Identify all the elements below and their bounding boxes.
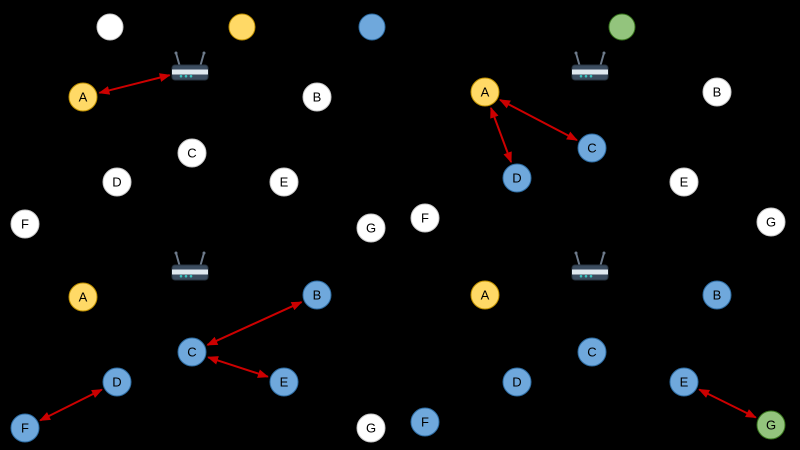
node-label: F	[21, 421, 29, 436]
node-C: C	[177, 337, 207, 367]
edge-C-E	[207, 356, 269, 378]
node-label: C	[587, 345, 596, 360]
node-label: E	[680, 175, 689, 190]
node-label: G	[766, 418, 776, 433]
node-E: E	[669, 167, 699, 197]
node-label: B	[313, 90, 322, 105]
node-label: A	[481, 85, 490, 100]
node-C: C	[577, 337, 607, 367]
node-A: A	[470, 280, 500, 310]
legend-dot-yellow	[228, 13, 256, 41]
node-B: B	[302, 82, 332, 112]
node-label: F	[421, 415, 429, 430]
node-label: E	[280, 375, 289, 390]
node-label: E	[280, 175, 289, 190]
edge-F-D	[39, 388, 103, 422]
node-label: B	[313, 288, 322, 303]
node-D: D	[502, 163, 532, 193]
node-label: G	[366, 421, 376, 436]
node-E: E	[269, 167, 299, 197]
panel-top-right: A B C D E F G	[410, 51, 786, 237]
node-label: D	[512, 375, 521, 390]
node-G: G	[756, 207, 786, 237]
node-F: F	[10, 413, 40, 443]
node-F: F	[10, 209, 40, 239]
node-label: D	[512, 171, 521, 186]
node-B: B	[702, 77, 732, 107]
node-B: B	[302, 280, 332, 310]
node-label: D	[112, 375, 121, 390]
node-E: E	[269, 367, 299, 397]
node-A: A	[68, 282, 98, 312]
node-D: D	[102, 367, 132, 397]
node-label: C	[187, 146, 196, 161]
node-label: E	[680, 375, 689, 390]
edge-A-D	[489, 106, 513, 164]
node-D: D	[502, 367, 532, 397]
node-F: F	[410, 407, 440, 437]
wifi-router-icon	[571, 51, 609, 81]
node-label: G	[366, 221, 376, 236]
node-B: B	[702, 280, 732, 310]
node-label: F	[21, 217, 29, 232]
node-E: E	[669, 367, 699, 397]
node-label: B	[713, 288, 722, 303]
legend-dot-green	[608, 13, 636, 41]
edge-E-G	[698, 388, 757, 419]
wifi-router-icon	[171, 51, 209, 81]
node-label: A	[481, 288, 490, 303]
node-label: F	[421, 211, 429, 226]
node-F: F	[410, 203, 440, 233]
node-label: D	[112, 175, 121, 190]
legend-dot-blue	[358, 13, 386, 41]
node-label: B	[713, 85, 722, 100]
edge-A-C	[499, 98, 578, 142]
wifi-router-icon	[171, 251, 209, 281]
node-G: G	[756, 410, 786, 440]
node-label: A	[79, 90, 88, 105]
node-label: A	[79, 290, 88, 305]
node-label: G	[766, 215, 776, 230]
node-D: D	[102, 167, 132, 197]
panel-bottom-right: A B C D E F G	[410, 251, 786, 440]
edge-C-B	[206, 301, 303, 346]
panel-top-left: A B C D E F G	[10, 51, 386, 243]
node-G: G	[356, 213, 386, 243]
node-C: C	[577, 133, 607, 163]
node-label: C	[187, 345, 196, 360]
node-label: C	[587, 141, 596, 156]
edge-A-router	[98, 73, 171, 95]
node-C: C	[177, 138, 207, 168]
node-A: A	[68, 82, 98, 112]
wifi-router-icon	[571, 251, 609, 281]
panel-bottom-left: A B C D E F G	[10, 251, 386, 443]
node-G: G	[356, 413, 386, 443]
node-A: A	[470, 77, 500, 107]
legend-dot-white	[96, 13, 124, 41]
